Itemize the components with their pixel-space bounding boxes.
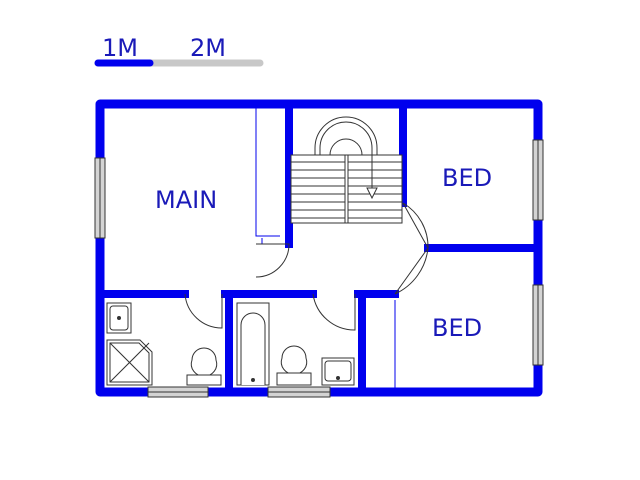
door-bed-1 xyxy=(402,202,429,250)
scale-label-1m: 1M xyxy=(102,34,138,62)
room-label-bed-2: BED xyxy=(432,314,482,342)
interior-walls xyxy=(96,100,542,396)
room-label-main: MAIN xyxy=(155,186,217,214)
scale-label-2m: 2M xyxy=(190,34,226,62)
bathroom-toilet xyxy=(280,345,308,375)
door-main xyxy=(255,243,290,278)
scale-bar: 1M 2M xyxy=(94,34,264,67)
stair-direction-arrow xyxy=(366,187,378,200)
ensuite-toilet xyxy=(190,347,218,377)
room-label-bed-1: BED xyxy=(442,164,492,192)
door-bathroom xyxy=(312,293,356,331)
ensuite-fixtures xyxy=(106,302,222,386)
door-bed-2 xyxy=(394,246,429,295)
doors xyxy=(184,202,429,331)
windows xyxy=(94,139,544,398)
bathroom-fixtures xyxy=(236,302,355,386)
door-ensuite xyxy=(184,293,223,329)
staircase xyxy=(290,116,403,224)
thin-partitions xyxy=(255,104,396,392)
